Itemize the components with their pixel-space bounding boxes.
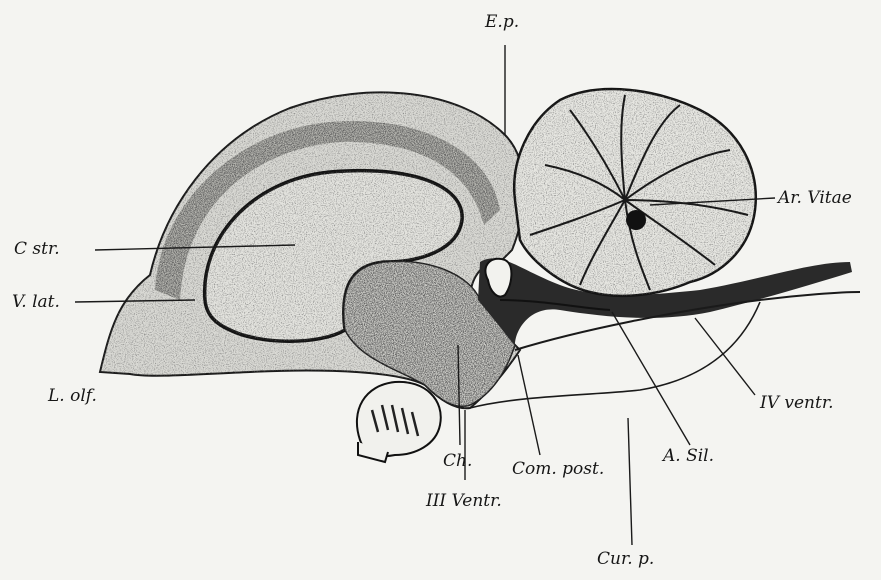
leader-com-post bbox=[518, 355, 540, 455]
leader-a-sil bbox=[612, 312, 690, 445]
label-ch: Ch. bbox=[443, 453, 472, 470]
leader-cur-p bbox=[628, 418, 632, 545]
label-l-olf: L. olf. bbox=[48, 388, 97, 405]
chiasma-bulb bbox=[357, 382, 441, 462]
label-v-lat: V. lat. bbox=[12, 294, 60, 311]
label-ar-vitae: Ar. Vitae bbox=[778, 190, 852, 207]
label-c-str: C str. bbox=[14, 241, 60, 258]
label-cur-p: Cur. p. bbox=[597, 551, 654, 568]
cerebellum bbox=[514, 89, 756, 296]
leader-iv-ventr bbox=[695, 318, 755, 395]
label-iii-ventr: III Ventr. bbox=[426, 493, 502, 510]
arbor-vitae-core bbox=[626, 210, 646, 230]
label-a-sil: A. Sil. bbox=[663, 448, 714, 465]
label-iv-ventr: IV ventr. bbox=[760, 395, 834, 412]
label-ep: E.p. bbox=[485, 14, 519, 31]
label-com-post: Com. post. bbox=[512, 461, 604, 478]
